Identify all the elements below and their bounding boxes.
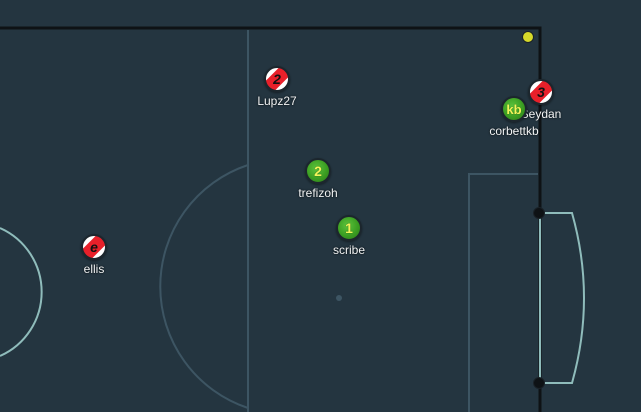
left-goal-arc xyxy=(0,227,43,357)
player-badge: 1 xyxy=(345,220,353,236)
player-badge: 2 xyxy=(273,71,281,87)
goal-post-top xyxy=(533,207,545,219)
center-circle-arc xyxy=(159,164,249,409)
right-goal-net xyxy=(540,212,585,384)
goal-post-bottom xyxy=(533,377,545,389)
player-badge: 3 xyxy=(537,84,545,100)
player-seydan[interactable]: 3 Seydan xyxy=(501,79,581,121)
player-badge: e xyxy=(90,239,98,255)
player-badge: kb xyxy=(506,101,522,117)
kickoff-spot xyxy=(336,295,342,301)
penalty-box xyxy=(468,173,538,412)
player-ellis[interactable]: e ellis xyxy=(54,234,134,276)
player-disc: kb xyxy=(501,96,527,122)
player-disc: e xyxy=(81,234,107,260)
player-disc: 2 xyxy=(305,158,331,184)
player-corbettkb[interactable]: kb corbettkb xyxy=(474,96,554,138)
player-name: ellis xyxy=(83,262,105,276)
player-disc: 1 xyxy=(336,215,362,241)
player-lupz27[interactable]: 2 Lupz27 xyxy=(237,66,317,108)
player-disc: 3 xyxy=(528,79,554,105)
player-name: trefizoh xyxy=(298,186,338,200)
player-scribe[interactable]: 1 scribe xyxy=(309,215,389,257)
player-name: corbettkb xyxy=(489,124,539,138)
player-name: Seydan xyxy=(520,107,562,121)
player-name: Lupz27 xyxy=(257,94,297,108)
player-disc: 2 xyxy=(264,66,290,92)
player-badge: 2 xyxy=(314,163,322,179)
ball xyxy=(522,31,534,43)
player-name: scribe xyxy=(332,243,365,257)
player-trefizoh[interactable]: 2 trefizoh xyxy=(278,158,358,200)
